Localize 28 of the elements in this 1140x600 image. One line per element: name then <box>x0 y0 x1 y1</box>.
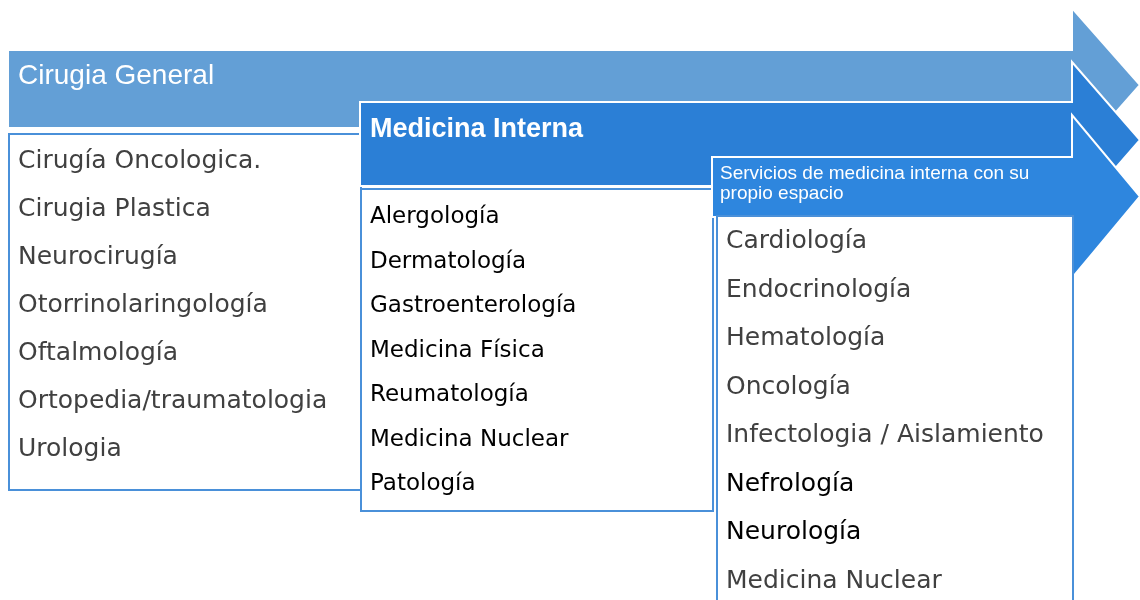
list-item: Gastroenterología <box>370 291 577 317</box>
list-item: Neurocirugía <box>18 241 178 270</box>
list-item: Ortopedia/traumatologia <box>18 385 328 414</box>
list-item: Patología <box>370 469 476 495</box>
list-item: Reumatología <box>370 380 529 406</box>
list-box <box>360 188 714 512</box>
list-item: Urologia <box>18 433 122 462</box>
list-box <box>8 133 362 491</box>
banner-title: Medicina Interna <box>370 114 585 143</box>
list-item: Hematología <box>726 322 886 351</box>
list-item: Alergología <box>370 202 500 228</box>
list-item: Cirugia Plastica <box>18 193 211 222</box>
banner-title: Servicios de medicina interna con su propio espacio <box>720 163 1031 203</box>
list-box <box>716 215 1074 600</box>
list-item: Dermatología <box>370 246 527 273</box>
list-item: Nefrología <box>726 467 855 497</box>
list-item: Oncología <box>726 370 851 400</box>
list-item: Infectologia / Aislamiento <box>726 419 1044 448</box>
list-item: Otorrinolaringología <box>18 289 268 318</box>
list-item: Medicina Nuclear <box>370 424 569 451</box>
list-item: Cardiología <box>726 225 868 254</box>
list-item: Endocrinología <box>726 273 912 303</box>
list-item: Neurología <box>726 516 862 545</box>
list-item: Cirugía Oncologica. <box>18 145 262 174</box>
banner-title: Cirugia General <box>18 60 216 90</box>
list-item: Medicina Nuclear <box>726 564 942 594</box>
list-item: Oftalmología <box>18 337 179 366</box>
list-item: Medicina Física <box>370 335 545 362</box>
